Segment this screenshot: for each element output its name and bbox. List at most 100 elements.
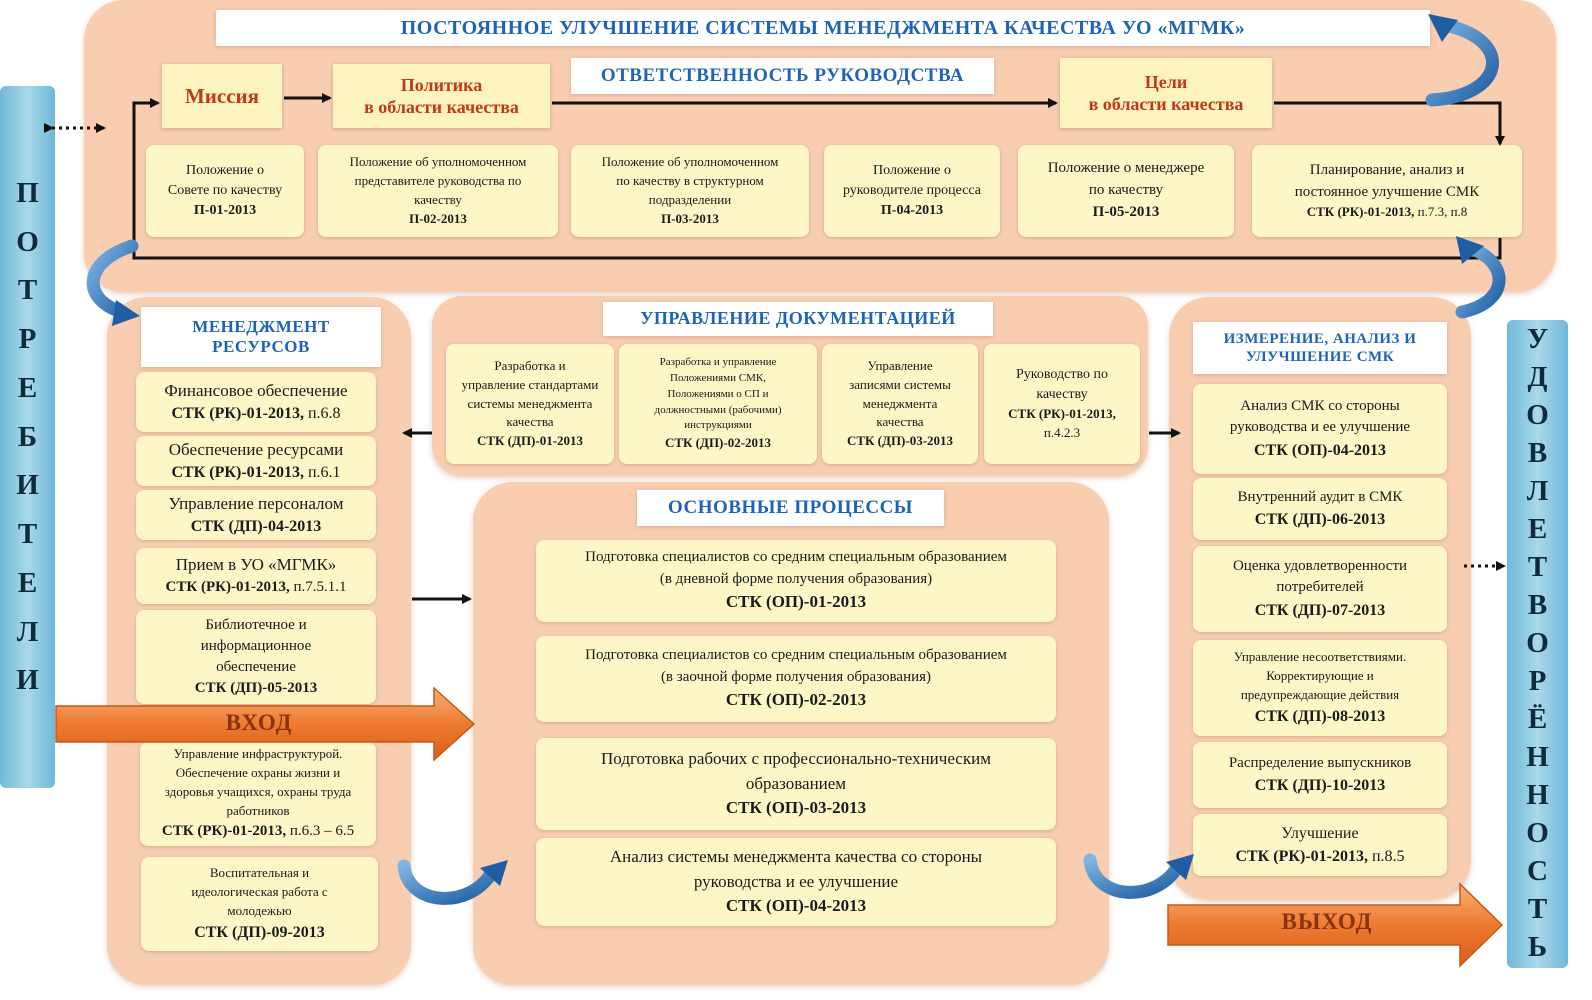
card-code: СТК (РК)-01-2013, xyxy=(165,579,290,596)
card-code: СТК (ДП)-09-2013 xyxy=(194,923,325,941)
card-text: Положение о Совете по качеству xyxy=(167,162,283,198)
process-card-3: Анализ системы менеджмента качества со с… xyxy=(536,838,1056,926)
doc-card-3: Руководство по качеству СТК (РК)-01-2013… xyxy=(984,344,1140,464)
card-text: Оценка удовлетворенности потребителей xyxy=(1232,557,1408,596)
card-text: Библиотечное и информационное обеспечени… xyxy=(200,617,312,675)
consumers-bar xyxy=(0,86,55,788)
quality-policy-box: Политика в области качества xyxy=(333,64,550,128)
output-arrow xyxy=(1167,882,1504,968)
input-label: ВХОД xyxy=(225,710,293,735)
top-card-4: Положение о менеджере по качеству П-05-2… xyxy=(1018,145,1234,237)
card-code: П-01-2013 xyxy=(193,203,257,219)
vertical-letter: Е xyxy=(17,371,38,404)
vertical-letter: Л xyxy=(1526,475,1549,508)
vertical-letter: Т xyxy=(17,518,38,551)
card-note: п.6.1 xyxy=(303,463,341,481)
card-code: П-04-2013 xyxy=(880,203,944,219)
card-code: СТК (ДП)-02-2013 xyxy=(664,435,772,451)
card-code: СТК (ДП)-05-2013 xyxy=(194,680,318,696)
card-text: Руководство по качеству xyxy=(1016,366,1108,403)
vertical-letter: Н xyxy=(1526,778,1549,811)
card-text: Положение об уполномоченном представител… xyxy=(349,154,527,207)
card-text: Управление несоответствиями. Корректирую… xyxy=(1233,649,1407,702)
card-text: Управление инфраструктурой. Обеспечение … xyxy=(164,746,352,818)
resource-card-4: Библиотечное и информационное обеспечени… xyxy=(136,610,376,704)
card-code: СТК (ДП)-10-2013 xyxy=(1254,777,1386,795)
card-text: Положение о менеджере по качеству xyxy=(1047,160,1205,199)
card-code: СТК (РК)-01-2013, xyxy=(171,463,304,481)
card-text: Подготовка специалистов со средним специ… xyxy=(585,548,1007,587)
card-note: п.4.2.3 xyxy=(1043,425,1081,441)
curved-arrow-top-right xyxy=(1425,14,1499,107)
goals-to-planning-arrow xyxy=(1274,101,1505,146)
curved-arrow-processes-to-measurement xyxy=(1083,853,1194,899)
process-card-2: Подготовка рабочих с профессионально-тех… xyxy=(536,738,1056,830)
card-text: Внутренний аудит в СМК xyxy=(1237,488,1403,505)
card-code: СТК (ДП)-03-2013 xyxy=(846,433,954,449)
card-text: Воспитательная и идеологическая работа с… xyxy=(191,865,328,918)
card-note: п.7.3, п.8 xyxy=(1414,204,1468,220)
top-card-1: Положение об уполномоченном представител… xyxy=(318,145,558,237)
card-code: СТК (ДП)-04-2013 xyxy=(190,517,322,535)
top-card-5: Планирование, анализ и постоянное улучше… xyxy=(1252,145,1522,237)
vertical-letter: С xyxy=(1527,854,1548,887)
resource-card-2: Управление персоналом СТК (ДП)-04-2013 xyxy=(136,490,376,540)
vertical-letter: В xyxy=(1527,437,1548,470)
doc-card-0: Разработка и управление стандартами сист… xyxy=(446,344,614,464)
card-code: СТК (РК)-01-2013, xyxy=(161,822,287,839)
card-text: Улучшение xyxy=(1281,824,1359,842)
process-card-0: Подготовка специалистов со средним специ… xyxy=(536,540,1056,622)
vertical-letter: О xyxy=(1526,627,1549,659)
card-code: СТК (ДП)-01-2013 xyxy=(476,433,584,449)
card-text: Планирование, анализ и постоянное улучше… xyxy=(1294,161,1480,200)
resource-card-5: Управление инфраструктурой. Обеспечение … xyxy=(140,742,376,846)
vertical-letter: Ь xyxy=(1527,930,1548,963)
vertical-letter: Е xyxy=(17,566,38,599)
mission-box: Миссия xyxy=(162,64,282,128)
curved-arrow-top-left xyxy=(86,239,140,326)
curved-arrow-measure-up xyxy=(1455,236,1506,319)
vertical-letter: У xyxy=(1526,323,1549,356)
vertical-letter: И xyxy=(16,664,39,697)
input-arrow xyxy=(55,686,476,762)
vertical-letter: Р xyxy=(1528,664,1547,697)
card-text: Управление записями системы менеджмента … xyxy=(849,357,951,430)
top-card-2: Положение об уполномоченном по качеству … xyxy=(571,145,809,237)
card-code: П-03-2013 xyxy=(661,210,719,226)
resource-card-0: Финансовое обеспечение СТК (РК)-01-2013,… xyxy=(136,372,376,432)
page-title: ПОСТОЯННОЕ УЛУЧШЕНИЕ СИСТЕМЫ МЕНЕДЖМЕНТА… xyxy=(216,10,1430,46)
card-code: П-05-2013 xyxy=(1092,203,1160,220)
vertical-letter: Т xyxy=(1527,551,1548,584)
card-code: СТК (ДП)-07-2013 xyxy=(1254,602,1386,620)
doc-card-2: Управление записями системы менеджмента … xyxy=(822,344,978,464)
vertical-letter: Б xyxy=(17,420,38,453)
card-text: Разработка и управление стандартами сист… xyxy=(461,357,599,430)
card-text: Разработка и управление Положениями СМК,… xyxy=(654,355,782,432)
card-code: СТК (ДП)-06-2013 xyxy=(1254,511,1386,529)
feedback-loop-line xyxy=(132,98,1502,260)
card-text: Анализ СМК со стороны руководства и ее у… xyxy=(1229,397,1411,436)
card-text: Прием в УО «МГМК» xyxy=(175,555,337,575)
measure-card-1: Внутренний аудит в СМК СТК (ДП)-06-2013 xyxy=(1193,478,1447,540)
measurement-header: ИЗМЕРЕНИЕ, АНАЛИЗ И УЛУЧШЕНИЕ СМК xyxy=(1193,322,1447,374)
process-card-1: Подготовка специалистов со средним специ… xyxy=(536,636,1056,722)
measure-card-4: Распределение выпускников СТК (ДП)-10-20… xyxy=(1193,742,1447,808)
vertical-letter: О xyxy=(1526,399,1549,432)
resource-card-6: Воспитательная и идеологическая работа с… xyxy=(141,857,378,951)
top-card-0: Положение о Совете по качеству П-01-2013 xyxy=(146,145,304,237)
vertical-letter: О xyxy=(16,225,39,258)
resource-card-3: Прием в УО «МГМК» СТК (РК)-01-2013, п.7.… xyxy=(136,548,376,604)
card-note: п.6.3 – 6.5 xyxy=(286,822,355,839)
processes-header: ОСНОВНЫЕ ПРОЦЕССЫ xyxy=(637,490,944,526)
card-code: П-02-2013 xyxy=(409,210,467,226)
measure-card-3: Управление несоответствиями. Корректирую… xyxy=(1193,640,1447,736)
satisfaction-bar xyxy=(1507,320,1568,968)
vertical-letter: П xyxy=(16,177,39,210)
card-code: СТК (РК)-01-2013, xyxy=(1008,406,1116,422)
vertical-letter: Ё xyxy=(1527,702,1548,735)
measure-card-0: Анализ СМК со стороны руководства и ее у… xyxy=(1193,384,1447,474)
card-code: СТК (РК)-01-2013, xyxy=(1235,848,1368,865)
